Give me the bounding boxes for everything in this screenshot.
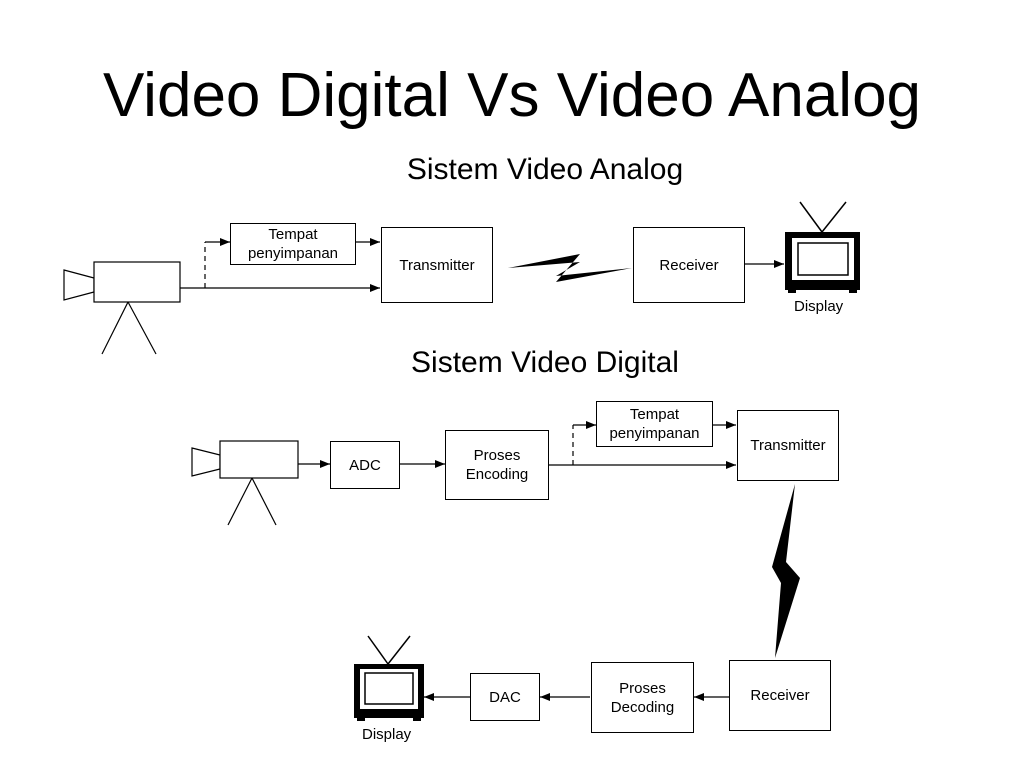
analog-wireless-signal-icon <box>508 254 632 282</box>
analog-transmitter-box: Transmitter <box>381 227 493 303</box>
digital-heading: Sistem Video Digital <box>411 346 679 379</box>
analog-tv-icon <box>785 201 860 293</box>
digital-tv-icon <box>354 635 424 721</box>
digital-storage-box: Tempat penyimpanan <box>596 401 713 447</box>
digital-receiver-box: Receiver <box>729 660 831 731</box>
adc-box: ADC <box>330 441 400 489</box>
digital-connectors <box>298 421 736 701</box>
digital-camera-icon <box>191 440 299 526</box>
analog-storage-box: Tempat penyimpanan <box>230 223 356 265</box>
digital-display-label: Display <box>362 726 412 743</box>
analog-display-label: Display <box>794 298 844 315</box>
analog-receiver-box: Receiver <box>633 227 745 303</box>
slide-title: Video Digital Vs Video Analog <box>102 61 922 130</box>
analog-heading: Sistem Video Analog <box>406 153 684 186</box>
analog-connectors <box>180 238 784 292</box>
digital-wireless-signal-icon <box>772 484 800 658</box>
decoding-box: Proses Decoding <box>591 662 694 733</box>
dac-box: DAC <box>470 673 540 721</box>
analog-camera-icon <box>63 261 181 355</box>
digital-transmitter-box: Transmitter <box>737 410 839 481</box>
encoding-box: Proses Encoding <box>445 430 549 500</box>
